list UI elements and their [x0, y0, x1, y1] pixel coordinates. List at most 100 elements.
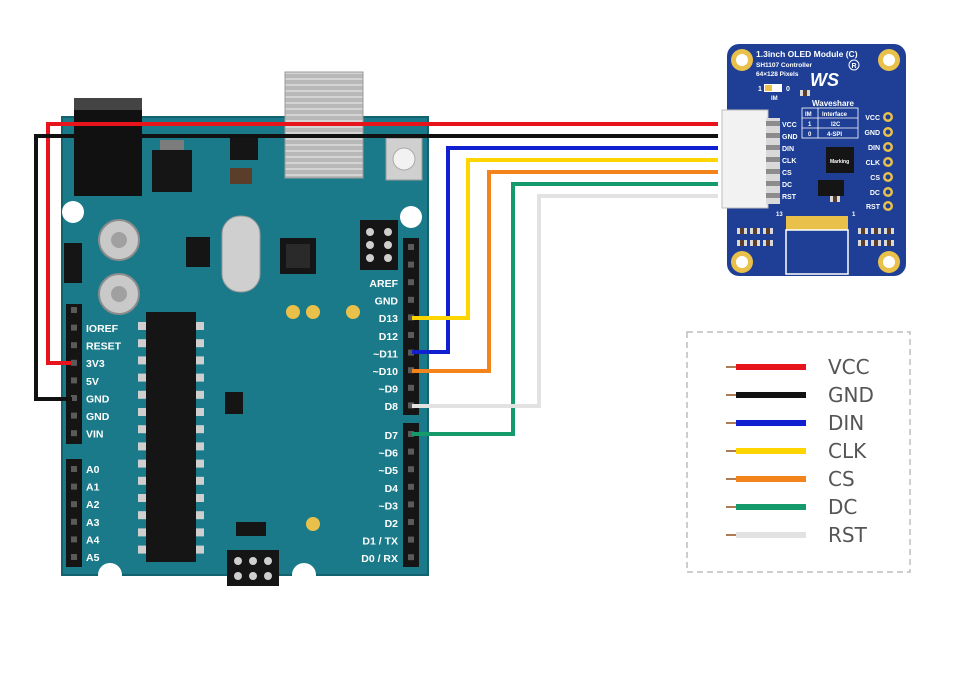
legend-swatch-dc — [736, 504, 806, 510]
pin-label-a2: A2 — [86, 499, 100, 511]
pad-label: CS — [870, 175, 880, 182]
svg-text:IM: IM — [805, 112, 812, 118]
pin-label-gnd: GND — [86, 393, 110, 405]
oled-pcb — [727, 44, 906, 276]
pin-label-right: ~D10 — [373, 366, 399, 378]
pin-label-reset: RESET — [86, 341, 122, 353]
legend-swatch-cs — [736, 476, 806, 482]
legend-swatch-clk — [736, 448, 806, 454]
legend-label-cs: CS — [828, 467, 855, 491]
legend-swatch-vcc — [736, 364, 806, 370]
pin-label-a1: A1 — [86, 482, 100, 494]
digital-header-bottom — [403, 423, 419, 567]
crystal — [221, 215, 261, 293]
icsp-header — [360, 220, 398, 270]
pad-label: CLK — [866, 160, 880, 167]
mounting-hole — [98, 563, 122, 587]
module-pin-label: VCC — [782, 122, 797, 129]
module-title: 1.3inch OLED Module (C) — [756, 49, 858, 59]
svg-text:0: 0 — [786, 86, 790, 93]
pin-label-ioref: IOREF — [86, 323, 119, 335]
svg-text:13: 13 — [776, 212, 783, 218]
fpc-connector — [786, 216, 848, 230]
module-pin-label: DIN — [782, 146, 794, 153]
wire-din — [412, 146, 718, 354]
svg-text:I2C: I2C — [831, 122, 841, 128]
pin-label-5v: 5V — [86, 376, 99, 388]
wire-rst — [412, 194, 718, 408]
wire-cs — [412, 170, 718, 373]
pin-label-a4: A4 — [86, 534, 100, 546]
svg-text:Interface: Interface — [822, 112, 848, 118]
svg-text:4-SPI: 4-SPI — [827, 132, 842, 138]
mounting-hole — [292, 563, 316, 587]
module-brand: Waveshare — [812, 99, 855, 108]
legend-label-dc: DC — [828, 495, 857, 519]
module-pin-label: DC — [782, 182, 792, 189]
wires — [34, 122, 718, 436]
pad-label: DIN — [868, 145, 880, 152]
module-pin-label: CLK — [782, 158, 796, 165]
pin-label-right: D8 — [385, 401, 399, 413]
pad-label: RST — [866, 204, 881, 211]
mounting-hole — [62, 201, 84, 223]
pin-label-right: ~D11 — [373, 348, 398, 360]
pin-label-right: ~D5 — [378, 465, 398, 477]
dc-power-jack — [74, 98, 142, 196]
power-header — [66, 304, 82, 444]
svg-text:1: 1 — [758, 86, 762, 93]
pin-label-vin: VIN — [86, 429, 104, 441]
pin-label-a0: A0 — [86, 464, 100, 476]
pin-label-right: D1 / TX — [362, 536, 398, 548]
svg-text:1: 1 — [852, 212, 856, 218]
marking-chip — [826, 147, 854, 173]
wire-vcc — [46, 122, 718, 365]
pin-label-right: AREF — [369, 278, 398, 290]
svg-text:0: 0 — [808, 132, 812, 138]
wire-gnd — [34, 134, 718, 401]
wire-dc — [412, 182, 718, 436]
pin-label-a3: A3 — [86, 517, 100, 529]
led — [306, 305, 320, 319]
pin-label-right: ~D3 — [378, 500, 398, 512]
pin-label-gnd: GND — [86, 411, 110, 423]
oled-module: 1.3inch OLED Module (C) SH1107 Controlle… — [721, 44, 906, 276]
pin-label-right: D0 / RX — [361, 553, 398, 565]
pin-label-right: D2 — [385, 518, 399, 530]
module-pin-label: CS — [782, 170, 792, 177]
legend-label-din: DIN — [828, 411, 864, 435]
pad-label: GND — [864, 130, 880, 137]
legend-label-vcc: VCC — [828, 355, 870, 379]
pin-label-right: GND — [375, 296, 399, 308]
legend-label-clk: CLK — [828, 439, 867, 463]
legend-swatch-rst — [736, 532, 806, 538]
svg-text:Marking: Marking — [830, 159, 849, 165]
legend-swatch-din — [736, 420, 806, 426]
pad-label: VCC — [865, 115, 880, 122]
pin-label-3v3: 3V3 — [86, 358, 105, 370]
voltage-regulator — [152, 150, 192, 192]
pin-label-right: ~D6 — [378, 448, 398, 460]
led — [346, 305, 360, 319]
led — [306, 517, 320, 531]
gh-connector — [721, 109, 769, 209]
pin-label-a5: A5 — [86, 552, 100, 564]
wire-clk — [412, 158, 718, 320]
trademark: R — [852, 63, 857, 70]
pin-label-right: D12 — [379, 331, 398, 343]
legend-swatch-gnd — [736, 392, 806, 398]
im-label: IM — [771, 96, 778, 102]
icsp-header-bottom — [227, 550, 279, 586]
module-controller: SH1107 Controller — [756, 62, 812, 69]
legend-label-gnd: GND — [828, 383, 874, 407]
waveshare-logo-icon: WS — [810, 70, 839, 90]
module-pin-label: GND — [782, 134, 798, 141]
pad-label: DC — [870, 190, 880, 197]
module-pixels: 64×128 Pixels — [756, 71, 799, 78]
mounting-hole — [400, 206, 422, 228]
pin-label-right: D7 — [385, 430, 399, 442]
interface-table: IM Interface 1 I2C 0 4-SPI — [801, 107, 859, 139]
analog-header — [66, 459, 82, 567]
